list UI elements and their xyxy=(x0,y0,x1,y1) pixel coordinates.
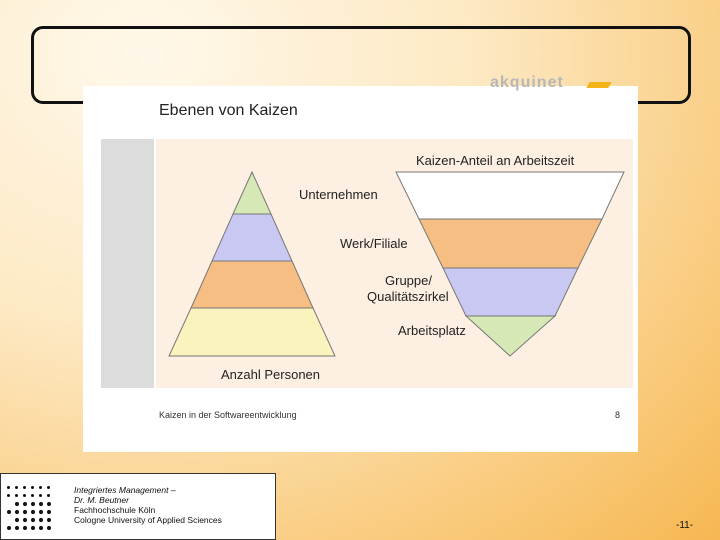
logo-dot xyxy=(23,518,27,522)
logo-dot xyxy=(47,510,51,514)
logo-dot xyxy=(15,526,19,530)
logo-dot xyxy=(31,502,35,506)
author-line-3: Fachhochschule Köln xyxy=(74,505,156,515)
inverted-level-3 xyxy=(442,267,579,317)
level-label-2: Werk/Filiale xyxy=(340,236,408,251)
logo-dot xyxy=(47,486,50,489)
level-label-3b: Qualitätszirkel xyxy=(367,289,449,304)
logo-dot xyxy=(15,486,18,489)
logo-dot xyxy=(31,510,35,514)
logo-dot xyxy=(31,494,34,497)
logo-dot xyxy=(39,526,43,530)
logo-dot xyxy=(23,494,26,497)
slide-page-number: 8 xyxy=(615,410,621,420)
inverted-level-4 xyxy=(464,315,557,357)
author-line-1: Integriertes Management – xyxy=(74,485,176,495)
logo-dot xyxy=(7,510,11,514)
kaizen-diagram: Kaizen-Anteil an Arbeitszeit Unternehmen… xyxy=(168,153,625,382)
logo-dot xyxy=(39,494,42,497)
pyramid-level-2 xyxy=(211,213,293,262)
logo-dot xyxy=(15,510,19,514)
logo-dot xyxy=(39,510,43,514)
author-line-2: Dr. M. Beutner xyxy=(74,495,129,505)
pyramid-level-1 xyxy=(232,170,272,215)
logo-dot xyxy=(39,486,42,489)
left-axis-label: Anzahl Personen xyxy=(221,367,320,382)
logo-dot xyxy=(31,518,35,522)
logo-dot xyxy=(31,526,35,530)
logo-dot xyxy=(23,486,26,489)
slide-footer: Kaizen in der Softwareentwicklung xyxy=(159,410,297,420)
logo-dot xyxy=(47,494,50,497)
author-line-4: Cologne University of Applied Sciences xyxy=(74,515,222,525)
inverted-level-1 xyxy=(395,171,625,220)
level-label-1: Unternehmen xyxy=(299,187,378,202)
slide-title: Ebenen von Kaizen xyxy=(159,102,298,119)
slide-number: -11- xyxy=(676,520,694,531)
logo-dot xyxy=(15,502,19,506)
level-label-4: Arbeitsplatz xyxy=(398,323,466,338)
logo-dot xyxy=(23,526,27,530)
gray-column xyxy=(101,139,154,388)
logo-dot xyxy=(7,526,11,530)
akquinet-logo: akquinet xyxy=(490,74,564,91)
logo-dot xyxy=(23,510,27,514)
logo-dot xyxy=(23,502,27,506)
pyramid-level-4 xyxy=(168,307,336,357)
logo-dot xyxy=(7,494,10,497)
inverted-level-2 xyxy=(418,218,603,269)
author-box: Integriertes Management – Dr. M. Beutner… xyxy=(0,473,276,540)
logo-dot xyxy=(7,486,10,489)
logo-dot xyxy=(39,502,43,506)
author-text: Integriertes Management – Dr. M. Beutner… xyxy=(74,485,222,525)
logo-dot xyxy=(15,494,18,497)
logo-dot xyxy=(47,518,51,522)
logo-dot xyxy=(47,526,51,530)
logo-dot xyxy=(39,518,43,522)
right-axis-label: Kaizen-Anteil an Arbeitszeit xyxy=(416,153,575,168)
pyramid-level-3 xyxy=(190,260,314,309)
logo-dot xyxy=(31,486,34,489)
level-label-3a: Gruppe/ xyxy=(385,273,432,288)
logo-dot xyxy=(15,518,19,522)
logo-dot xyxy=(47,502,51,506)
